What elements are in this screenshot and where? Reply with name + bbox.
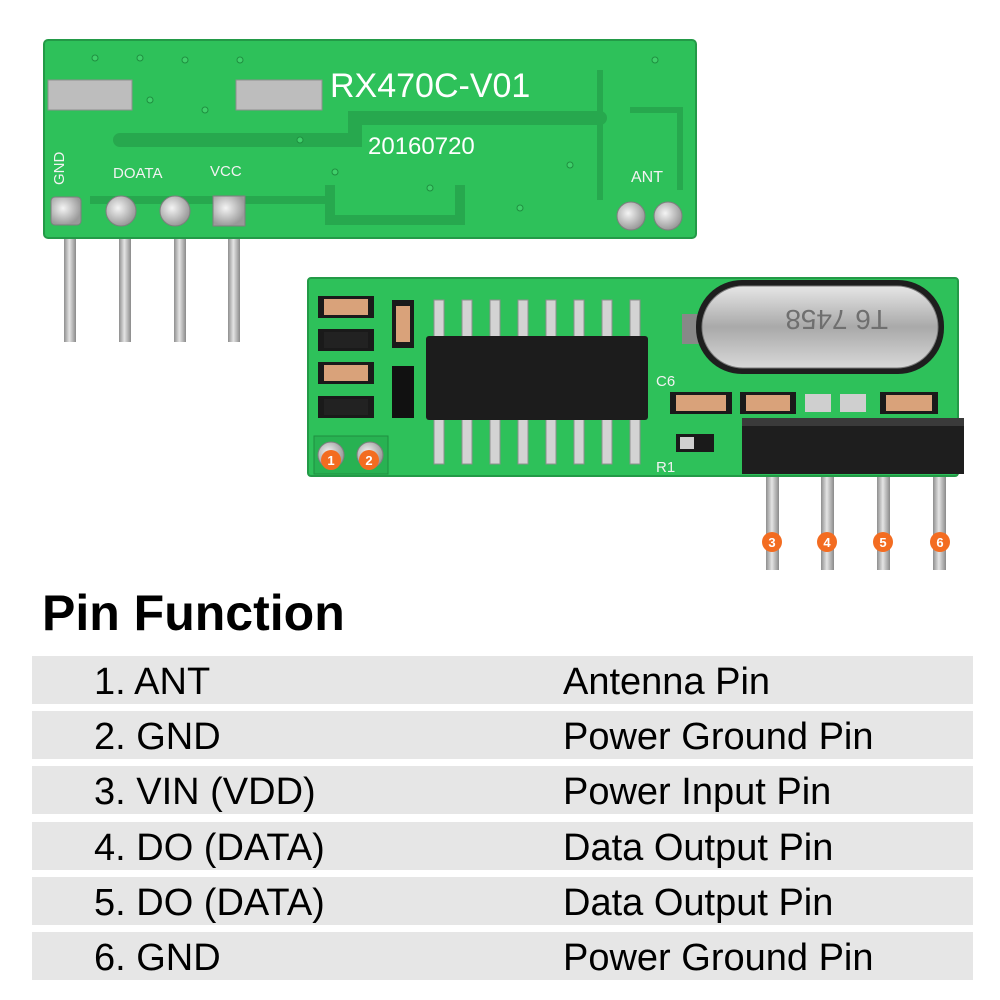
back-board: RX470C-V01 20160720 GND DOATA VCC ANT [43,39,697,342]
board-label-c6: C6 [656,373,675,390]
pin-badge-1: 1 [321,450,341,470]
pin-function: Power Ground Pin [563,936,874,979]
pin-function: Data Output Pin [563,881,834,924]
pin-function: Data Output Pin [563,826,834,869]
pin-badge-5: 5 [873,532,893,552]
pin-name: 3. VIN (VDD) [94,771,316,814]
svg-text:2: 2 [365,453,372,468]
board-label-vcc: VCC [210,163,242,180]
pin-header-housing [742,418,964,474]
board-date-code: 20160720 [368,133,475,160]
pin-function: Antenna Pin [563,661,771,703]
pin-badge-2: 2 [359,450,379,470]
svg-text:4: 4 [823,535,831,550]
pin-badge-4: 4 [817,532,837,552]
svg-text:5: 5 [879,535,886,550]
pin-function: Power Input Pin [563,771,832,814]
svg-text:6: 6 [936,535,943,550]
pin-name: 1. ANT [94,661,211,703]
module-illustration: RX470C-V01 20160720 GND DOATA VCC ANT [43,39,964,570]
table-row: 1. ANT Antenna Pin [32,656,973,704]
front-board: T6 7458 C6 R1 [307,277,964,570]
pin-badge-6: 6 [930,532,950,552]
section-title: Pin Function [42,585,345,641]
crystal-oscillator: T6 7458 [696,280,944,374]
pin-function-table: 1. ANT Antenna Pin 2. GND Power Ground P… [32,656,973,987]
board-model-label: RX470C-V01 [330,67,530,105]
pin-function: Power Ground Pin [563,716,874,759]
svg-text:3: 3 [768,535,775,550]
svg-text:1: 1 [327,453,334,468]
pin-name: 5. DO (DATA) [94,881,325,924]
board-label-data: DOATA [113,165,162,182]
pin-name: 2. GND [94,716,221,759]
ic-pins [433,299,641,465]
table-row: 2. GND Power Ground Pin [32,711,973,760]
back-board-solder-pads [50,195,683,231]
smd-components [318,296,938,452]
pin-badge-3: 3 [762,532,782,552]
pin-name: 6. GND [94,936,221,979]
table-row: 3. VIN (VDD) Power Input Pin [32,766,973,815]
table-row: 4. DO (DATA) Data Output Pin [32,821,973,870]
crystal-marking: T6 7458 [785,304,888,335]
ic-chip [426,336,648,420]
table-row: 5. DO (DATA) Data Output Pin [32,876,973,925]
pin-name: 4. DO (DATA) [94,826,325,869]
board-label-r1: R1 [656,459,675,476]
back-board-pins [64,236,240,342]
table-row: 6. GND Power Ground Pin [32,931,973,980]
board-label-gnd: GND [51,152,68,186]
board-label-ant: ANT [631,169,663,186]
pin-badges: 1 2 3 4 5 6 [321,450,950,552]
